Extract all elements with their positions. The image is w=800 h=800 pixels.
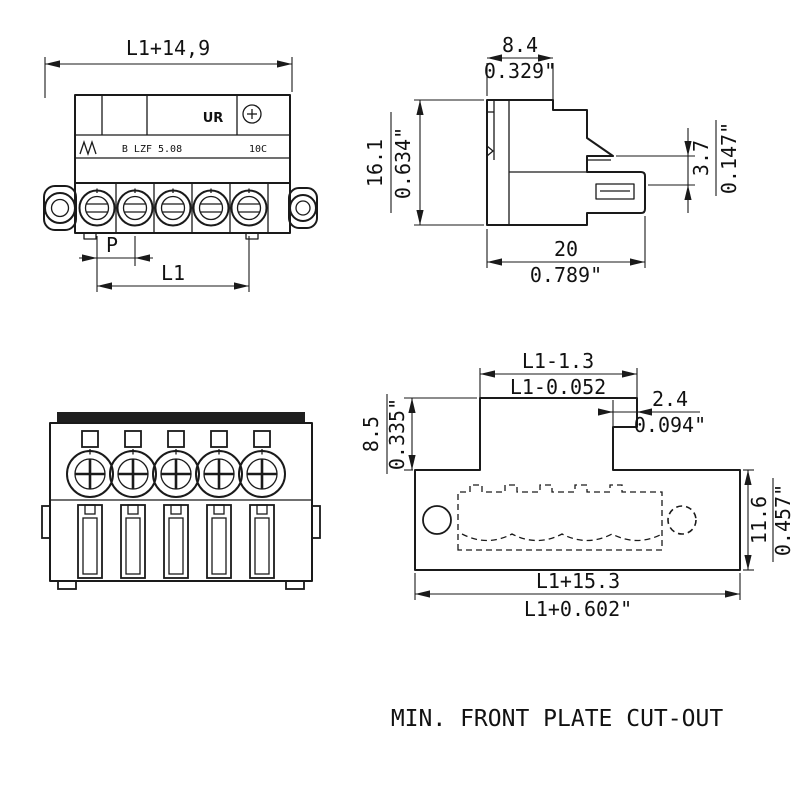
dim-cutout-total-width: L1+15.3 L1+0.602" xyxy=(414,569,741,621)
side-tab-left xyxy=(41,505,51,539)
drawing-title: MIN. FRONT PLATE CUT-OUT xyxy=(391,706,723,732)
wire-slot xyxy=(120,504,146,579)
certification-marks: UR B LZF 5.08 10C xyxy=(79,104,267,157)
connector-body-front xyxy=(74,94,291,234)
dim-latch-in: 0.147" xyxy=(717,122,741,194)
dim-side-width: 8.4 0.329" xyxy=(484,33,556,106)
dim-upper-height-mm: 8.5 xyxy=(359,416,383,452)
wire-slot xyxy=(249,504,275,579)
dim-depth-mm: 20 xyxy=(554,237,578,261)
clamp-screws xyxy=(66,449,286,498)
wire-slot xyxy=(77,504,103,579)
mounting-flange-right xyxy=(288,187,318,229)
dim-depth-in: 0.789" xyxy=(530,263,602,287)
series-label: B LZF 5.08 xyxy=(122,144,182,155)
dim-total-width-label: L1+14,9 xyxy=(126,36,210,60)
foot-left xyxy=(57,580,77,590)
front-view: L1+14,9 UR B LZF 5.08 10C xyxy=(43,36,318,292)
mounting-hole-right xyxy=(667,505,697,535)
connector-footprint-dashed xyxy=(457,484,663,551)
clamp-screw xyxy=(109,449,157,498)
screw-terminal xyxy=(78,188,116,227)
dim-side-width-in: 0.329" xyxy=(484,59,556,83)
socket-view xyxy=(41,412,321,590)
clamp-screw xyxy=(238,449,286,498)
weidmueller-logo xyxy=(79,139,97,157)
screw-terminal xyxy=(116,188,154,227)
dim-step-in: 0.094" xyxy=(634,413,706,437)
cutout-outline xyxy=(414,397,741,571)
clamp-screw xyxy=(195,449,243,498)
dim-upper-width: L1-1.3 L1-0.052 xyxy=(479,349,638,399)
dim-side-height: 16.1 0.634" xyxy=(363,99,484,226)
dim-length: L1 xyxy=(97,236,250,292)
dim-upper-width-in: L1-0.052 xyxy=(510,375,606,399)
dim-upper-width-mm: L1-1.3 xyxy=(522,349,594,373)
dim-upper-height: 8.5 0.335" xyxy=(359,394,477,474)
screw-terminal xyxy=(154,188,192,227)
side-tab-right xyxy=(311,505,321,539)
clamp-windows xyxy=(81,430,271,448)
wavy-line-dashed xyxy=(461,533,663,542)
dim-cutout-total-width-in: L1+0.602" xyxy=(524,597,632,621)
dim-depth: 20 0.789" xyxy=(486,216,646,287)
ul-mark-label: UR xyxy=(203,111,224,126)
dim-side-height-mm: 16.1 xyxy=(363,139,387,187)
dim-upper-height-in: 0.335" xyxy=(385,398,409,470)
screw-terminal xyxy=(192,188,230,227)
clamp-screw xyxy=(66,449,114,498)
wire-slots xyxy=(77,504,275,579)
screw-terminals-front xyxy=(78,188,268,227)
dim-cutout-total-width-mm: L1+15.3 xyxy=(536,569,620,593)
dim-step: 2.4 0.094" xyxy=(598,387,706,437)
dim-latch-height: 3.7 0.147" xyxy=(616,120,741,213)
dim-length-label: L1 xyxy=(161,261,185,285)
dim-lower-height: 11.6 0.457" xyxy=(743,469,795,571)
dim-step-mm: 2.4 xyxy=(652,387,688,411)
poles-label: 10C xyxy=(249,144,267,155)
screw-terminal xyxy=(230,188,268,227)
wire-slot xyxy=(163,504,189,579)
mounting-flange-left xyxy=(43,185,77,231)
dim-side-width-mm: 8.4 xyxy=(502,33,538,57)
dim-pitch: P xyxy=(79,233,153,292)
dim-latch-mm: 3.7 xyxy=(689,140,713,176)
side-view: 8.4 0.329" 16.1 0.634" 3.7 0.147" 20 xyxy=(363,33,741,287)
dim-lower-height-in: 0.457" xyxy=(771,484,795,556)
dim-total-width: L1+14,9 xyxy=(44,36,293,98)
foot-right xyxy=(285,580,305,590)
mounting-feet xyxy=(83,232,259,240)
dim-side-height-in: 0.634" xyxy=(391,127,415,199)
socket-body xyxy=(49,422,313,582)
cutout-view: L1-1.3 L1-0.052 2.4 0.094" 8.5 0.335" L1… xyxy=(359,349,795,621)
connector-body-side xyxy=(486,99,646,226)
wire-slot xyxy=(206,504,232,579)
approval-mark-icon xyxy=(242,104,262,124)
pcb-edge-strip xyxy=(57,412,305,423)
mounting-hole-left xyxy=(422,505,452,535)
dim-pitch-label: P xyxy=(106,233,118,257)
clamp-screw xyxy=(152,449,200,498)
dim-lower-height-mm: 11.6 xyxy=(747,496,771,544)
